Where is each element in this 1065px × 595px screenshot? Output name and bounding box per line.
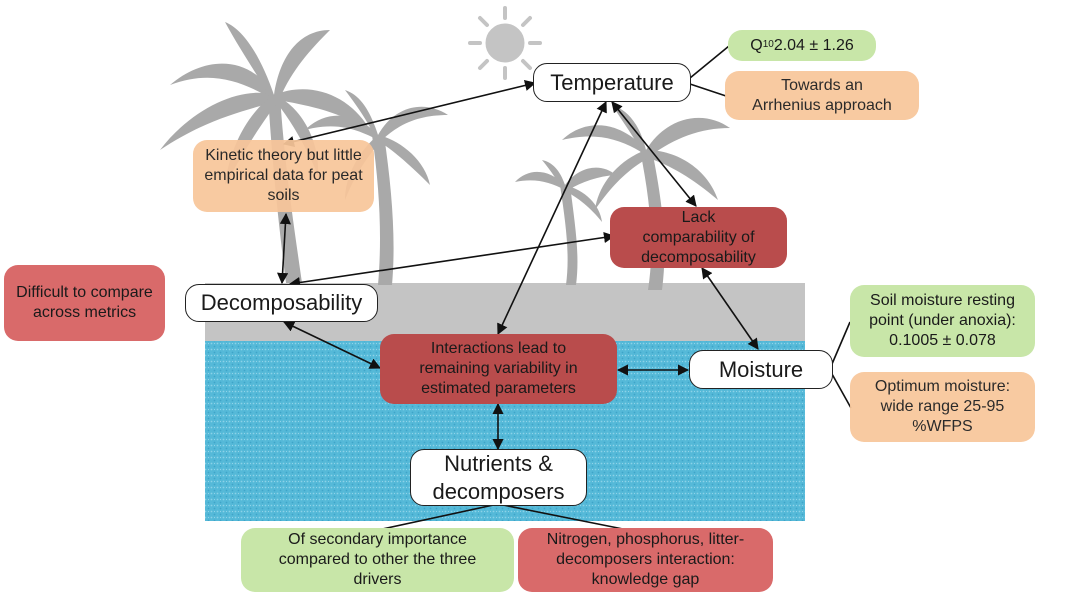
connector-nutrients-secondary	[377, 503, 499, 531]
knowledge-gap-note: Nitrogen, phosphorus, litter-decomposers…	[518, 528, 773, 592]
connector-nutrients-nitrogen	[497, 503, 629, 531]
connector-temperature-interactions	[497, 100, 607, 336]
connector-temperature-lack	[611, 101, 697, 207]
nutrients-node: Nutrients & decomposers	[410, 449, 587, 506]
kinetic-theory-note: Kinetic theory but little empirical data…	[193, 140, 374, 212]
connector-moisture-optimum	[831, 373, 852, 409]
connector-temperature-arrhenius	[689, 83, 727, 97]
decomposability-node: Decomposability	[185, 284, 378, 322]
temperature-node: Temperature	[533, 63, 691, 102]
connector-decomposability-interactions	[282, 321, 382, 369]
moisture-node: Moisture	[689, 350, 833, 389]
connector-lines	[276, 45, 852, 531]
sun-icon	[468, 6, 542, 80]
lack-comparability-note: Lack comparability of decomposability	[610, 207, 787, 268]
q10-value: 2.04 ± 1.26	[773, 36, 854, 54]
connector-temperature-q10	[689, 45, 730, 79]
q10-subscript: 10	[762, 39, 774, 51]
connector-kinetic-decomposability	[276, 212, 292, 285]
connector-moisture-soilpoint	[831, 321, 851, 365]
q10-symbol: Q	[750, 36, 763, 54]
interactions-note: Interactions lead to remaining variabili…	[380, 334, 617, 404]
connector-lack-moisture	[701, 267, 759, 350]
optimum-moisture-note: Optimum moisture: wide range 25-95 %WFPS	[850, 372, 1035, 442]
difficult-compare-note: Difficult to compare across metrics	[4, 265, 165, 341]
connector-temperature-kinetic	[282, 79, 537, 148]
connector-decomposability-lack	[288, 231, 616, 289]
arrhenius-note: Towards an Arrhenius approach	[725, 71, 919, 120]
secondary-importance-note: Of secondary importance compared to othe…	[241, 528, 514, 592]
soil-moisture-point-note: Soil moisture resting point (under anoxi…	[850, 285, 1035, 357]
